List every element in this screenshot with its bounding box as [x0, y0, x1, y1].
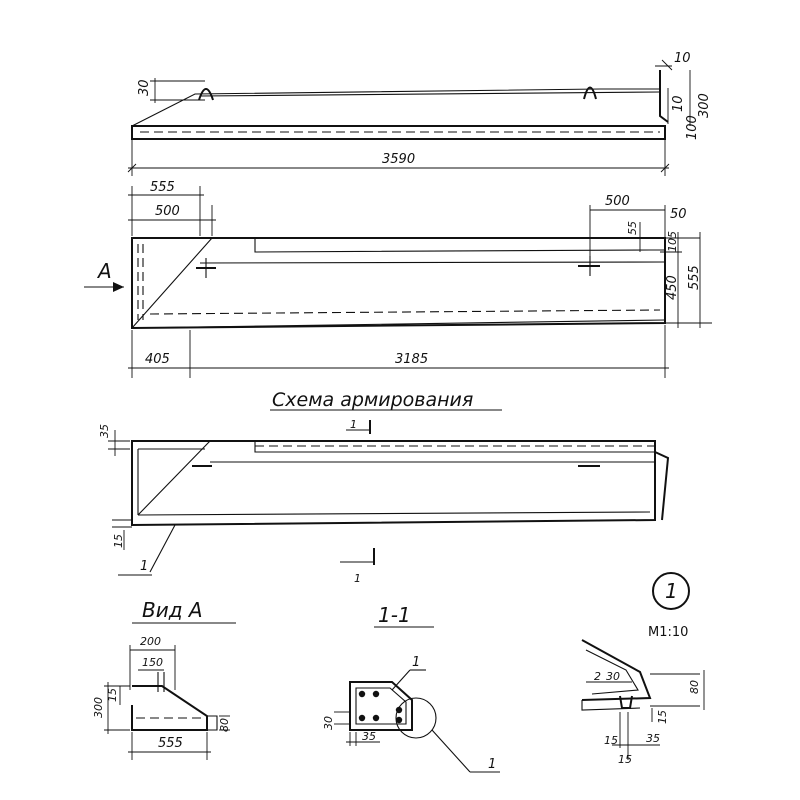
dim-50: 50 — [670, 207, 687, 222]
dim-555-top: 555 — [150, 180, 175, 195]
dim-det-15-left: 15 — [604, 734, 618, 747]
plan-inner-line — [199, 261, 666, 264]
dim-555-right: 555 — [687, 265, 702, 290]
dim-det-30: 30 — [606, 670, 620, 683]
rebar-dot — [372, 714, 380, 722]
dim-length-3590: 3590 — [382, 152, 415, 167]
dim-hook-height: 30 — [137, 79, 152, 96]
reinforcement-scheme: Схема армирования 1 35 15 1 1 — [98, 389, 670, 585]
rebar-dot — [358, 690, 366, 698]
dim-sec-35: 35 — [362, 730, 376, 743]
rebar-dot — [372, 690, 380, 698]
detail-callout-circle — [395, 697, 437, 739]
dim-va-80: 80 — [218, 718, 231, 732]
dim-det-2: 2 — [594, 670, 601, 683]
lifting-hook-left — [198, 88, 214, 101]
section-bar-label-top: 1 — [412, 655, 420, 670]
dim-det-80: 80 — [688, 680, 701, 694]
dim-105: 105 — [666, 231, 679, 252]
elevation-top-line — [199, 91, 661, 97]
detail-marker-circle — [652, 572, 690, 610]
detail-marker: 1 — [665, 579, 678, 603]
view-a-outline — [131, 685, 208, 731]
view-a: Вид А 200 150 300 15 555 80 — [92, 598, 236, 760]
reinforcement-diagonal — [137, 440, 211, 516]
rebar-dot — [395, 716, 403, 724]
dim-500-right: 500 — [605, 194, 630, 209]
dim-55: 55 — [626, 221, 639, 235]
dim-reinf-15: 15 — [112, 534, 125, 548]
dim-va-555: 555 — [158, 736, 183, 751]
elevation-slope — [131, 88, 660, 127]
reinforcement-title: Схема армирования — [272, 389, 473, 411]
plan-ledge — [254, 238, 665, 253]
dim-450: 450 — [665, 275, 680, 300]
dim-va-200: 200 — [140, 635, 161, 648]
elevation-view: 30 10 10 100 300 3590 — [127, 51, 712, 176]
dim-vert-10: 10 — [671, 95, 686, 112]
bar-label-1: 1 — [140, 559, 148, 574]
reinforcement-outline — [131, 440, 656, 527]
plan-bottom-inner — [131, 319, 666, 329]
section-mark-top: 1 — [350, 418, 357, 431]
dim-405: 405 — [145, 352, 170, 367]
plan-view: A 555 500 500 50 55 105 450 555 405 3185 — [84, 180, 712, 378]
dim-det-15-bottom: 15 — [618, 753, 632, 766]
view-a-title: Вид А — [142, 598, 203, 622]
dim-reinf-35: 35 — [98, 424, 111, 438]
dim-det-35: 35 — [646, 732, 660, 745]
elevation-end-hook — [659, 70, 669, 123]
lifting-hook-right — [583, 86, 597, 100]
section-1-1: 1-1 1 1 30 35 — [322, 603, 500, 773]
section-bar-label-bottom: 1 — [488, 757, 496, 772]
dim-500-left: 500 — [155, 204, 180, 219]
plan-diagonal — [131, 237, 213, 329]
detail-1: 1 М1:10 80 2 30 15 15 35 15 — [581, 572, 705, 766]
detail-outline — [581, 639, 652, 701]
detail-scale: М1:10 — [648, 625, 688, 640]
plan-bottom-dashed — [149, 309, 661, 315]
dim-100: 100 — [685, 115, 700, 140]
dim-va-150: 150 — [142, 656, 163, 669]
rebar-dot — [358, 714, 366, 722]
section-outline — [349, 681, 413, 731]
dim-top-10: 10 — [674, 51, 691, 66]
section-mark-bottom: 1 — [354, 572, 361, 585]
dim-sec-30: 30 — [322, 716, 335, 730]
view-a-arrow-label: A — [96, 259, 112, 283]
section-title: 1-1 — [378, 603, 411, 627]
dim-det-15a: 15 — [656, 710, 669, 724]
dim-3185: 3185 — [395, 352, 428, 367]
dim-va-300: 300 — [92, 697, 105, 718]
dim-va-15: 15 — [106, 688, 119, 702]
dim-300: 300 — [697, 93, 712, 118]
